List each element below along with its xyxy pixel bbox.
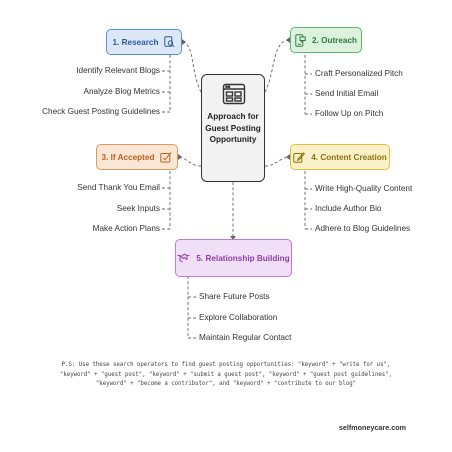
content-item-1: Write High-Quality Content — [315, 184, 413, 193]
outreach-item-2: Send Initial Email — [315, 89, 379, 98]
research-item-3: Check Guest Posting Guidelines — [42, 107, 160, 116]
step-research: 1. Research — [106, 29, 182, 55]
checkmark-card-icon — [160, 151, 172, 163]
handshake-icon — [177, 253, 190, 263]
step-content-creation-label: 4. Content Creation — [311, 152, 387, 162]
research-item-2: Analyze Blog Metrics — [83, 87, 160, 96]
step-research-label: 1. Research — [112, 37, 159, 47]
step-content-creation: 4. Content Creation — [290, 144, 390, 170]
center-title: Approach for Guest Posting Opportunity — [205, 112, 261, 145]
center-node: Approach for Guest Posting Opportunity — [201, 74, 265, 182]
step-outreach: 2. Outreach — [290, 27, 362, 53]
step-relationship-building: 5. Relationship Building — [175, 239, 292, 277]
outreach-item-3: Follow Up on Pitch — [315, 109, 384, 118]
browser-window-icon — [222, 83, 246, 110]
relationship-item-1: Share Future Posts — [199, 292, 270, 301]
step-outreach-label: 2. Outreach — [311, 35, 358, 45]
outreach-item-1: Craft Personalized Pitch — [315, 69, 403, 78]
pen-writing-icon — [293, 151, 306, 163]
phone-message-icon — [295, 33, 306, 47]
footnote: P.S: Use these search operators to find … — [20, 361, 432, 390]
footnote-line-3: "keyword" + "become a contributor", and … — [95, 381, 357, 388]
step-if-accepted: 3. If Accepted — [96, 144, 178, 170]
footnote-line-1: P.S: Use these search operators to find … — [61, 362, 391, 368]
magnifier-document-icon — [164, 36, 176, 48]
step-if-accepted-label: 3. If Accepted — [101, 152, 155, 162]
accepted-item-1: Send Thank You Email — [77, 183, 160, 192]
content-item-2: Include Author Bio — [315, 204, 382, 213]
accepted-item-2: Seek Inputs — [116, 204, 160, 213]
relationship-item-3: Maintain Regular Contact — [199, 333, 292, 342]
relationship-item-2: Explore Collaboration — [199, 313, 278, 322]
accepted-item-3: Make Action Plans — [92, 224, 160, 233]
site-credit: selfmoneycare.com — [338, 423, 406, 432]
footnote-line-2: "keyword" + "guest post", "keyword" + "s… — [59, 371, 393, 378]
content-item-3: Adhere to Blog Guidelines — [315, 224, 411, 233]
research-item-1: Identify Relevant Blogs — [76, 66, 160, 75]
step-relationship-building-label: 5. Relationship Building — [196, 253, 290, 263]
